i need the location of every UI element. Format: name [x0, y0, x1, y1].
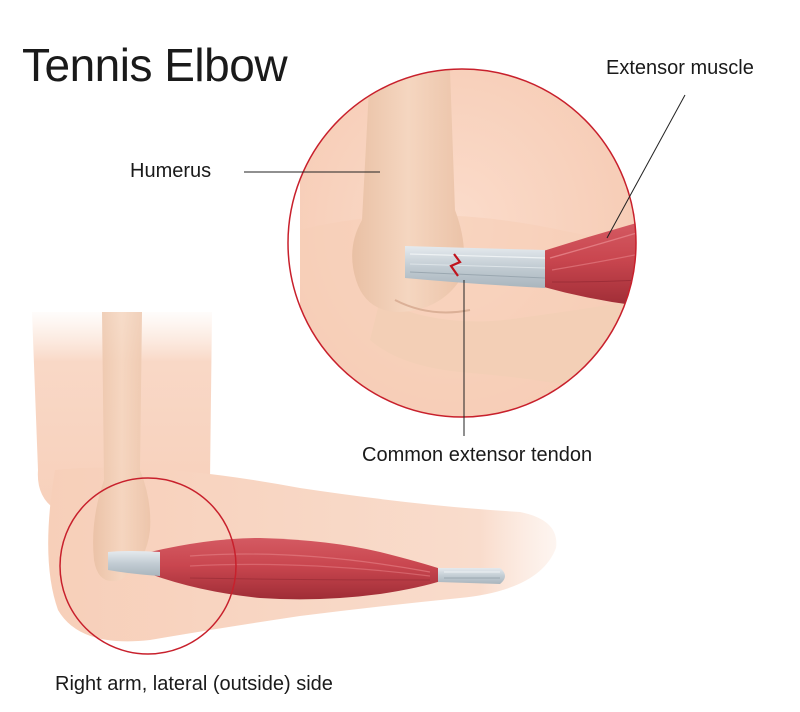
extensor-muscle-label: Extensor muscle — [606, 57, 754, 80]
common-extensor-tendon-label: Common extensor tendon — [362, 444, 592, 467]
zoomed-elbow-illustration — [280, 60, 650, 430]
diagram-title: Tennis Elbow — [22, 38, 287, 92]
diagram-caption: Right arm, lateral (outside) side — [55, 673, 333, 696]
humerus-label: Humerus — [130, 160, 211, 183]
